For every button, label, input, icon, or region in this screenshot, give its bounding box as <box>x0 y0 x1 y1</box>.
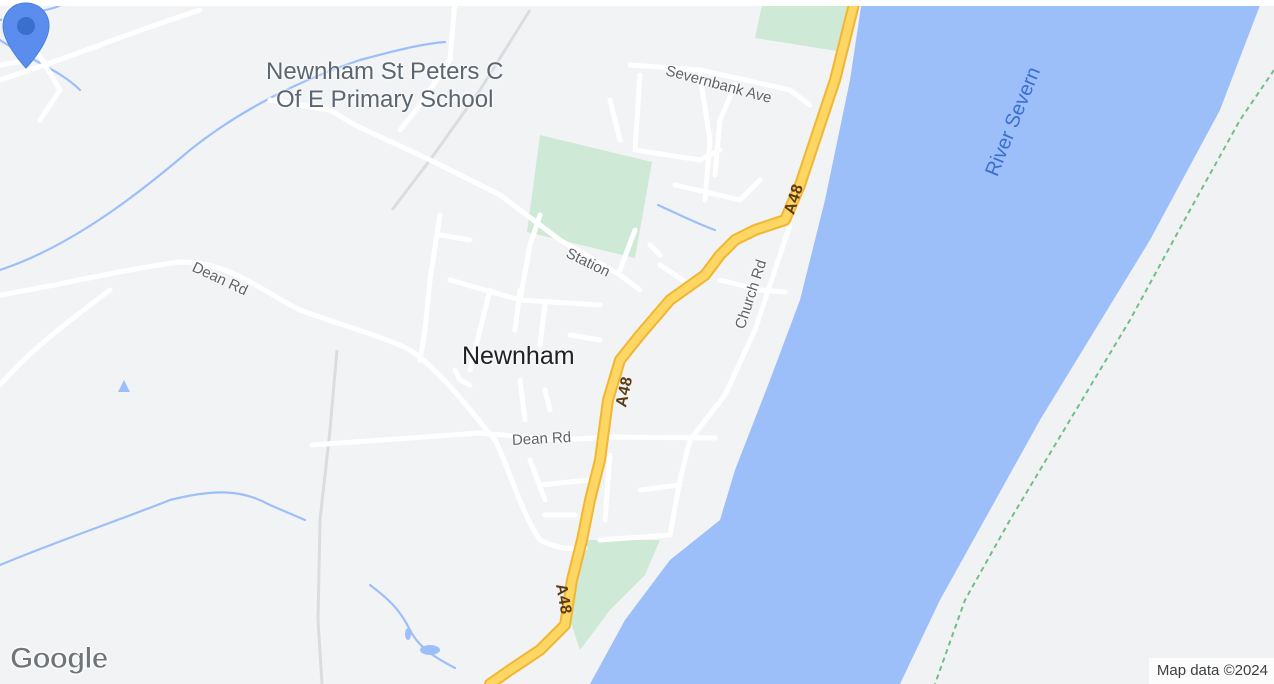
poi-school-label[interactable]: Newnham St Peters C Of E Primary School <box>266 58 503 114</box>
east-bank-land <box>900 0 1274 684</box>
rail-lines <box>316 9 532 684</box>
street-label-dean-rd-center: Dean Rd <box>511 428 572 449</box>
map-top-edge <box>0 0 1274 6</box>
minor-roads <box>0 0 813 552</box>
river-severn-water <box>590 0 1262 684</box>
map-attribution[interactable]: Map data ©2024 <box>1148 658 1274 684</box>
poi-name-line1: Newnham St Peters C <box>266 58 504 85</box>
town-label-newnham: Newnham <box>462 342 575 370</box>
park-south <box>570 540 660 650</box>
a48-highway <box>484 0 861 684</box>
ponds <box>118 380 440 655</box>
park-north <box>755 0 850 52</box>
poi-name-line2: Of E Primary School <box>276 86 494 113</box>
dashed-footpath <box>934 69 1274 684</box>
location-pin-icon[interactable] <box>0 0 52 72</box>
google-logo: Google <box>9 642 108 676</box>
park-school-field <box>527 135 652 258</box>
